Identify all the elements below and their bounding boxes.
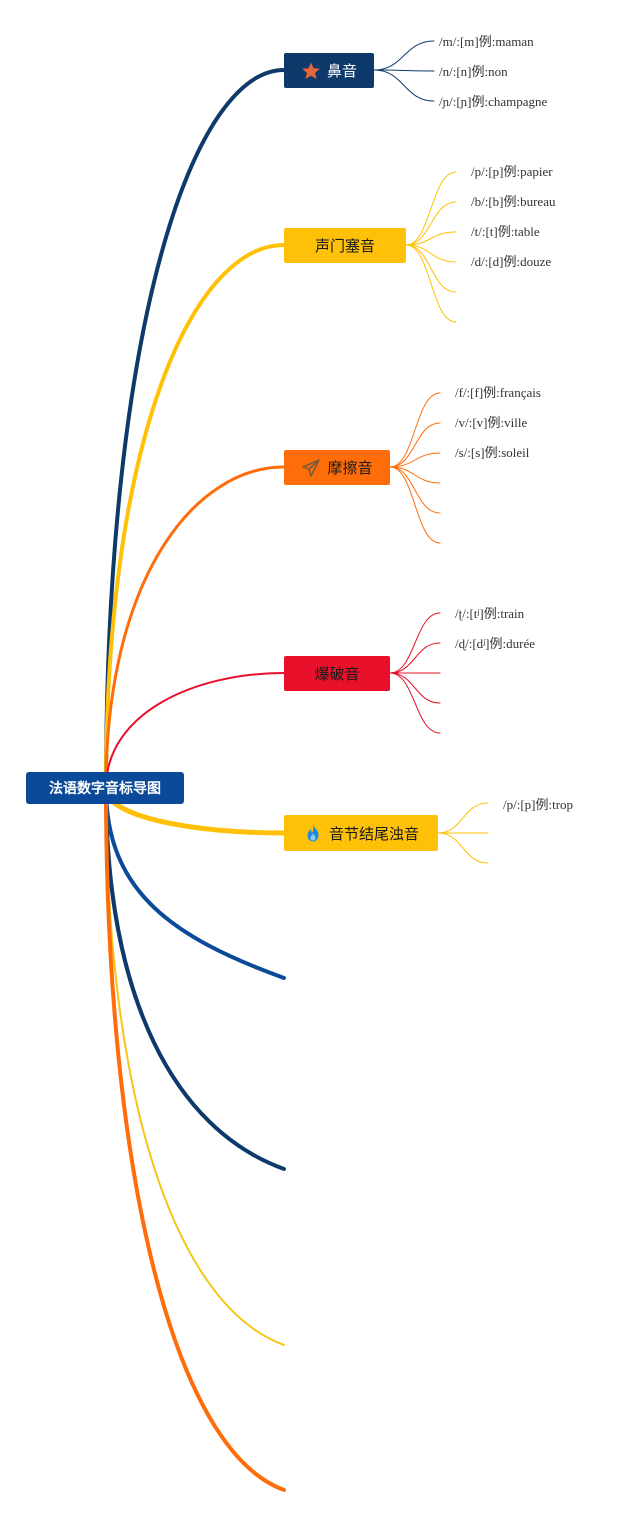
leaf-item[interactable]: /v/:[v]例:ville <box>455 415 528 430</box>
leaf-connector <box>389 642 441 674</box>
leaf-connector <box>389 452 441 468</box>
leaf-item[interactable]: /f/:[f]例:français <box>455 385 541 400</box>
leaf-connector <box>373 40 435 71</box>
empty-branch-connector <box>105 787 285 1346</box>
leaf-connector <box>405 171 457 246</box>
leaf-connector <box>405 244 457 323</box>
root-node[interactable]: 法语数字音标导图 <box>26 772 184 804</box>
leaf-connector <box>373 69 435 102</box>
empty-branch-connector <box>104 786 286 1171</box>
leaf-item[interactable]: /p/:[p]例:papier <box>471 164 553 179</box>
paper-plane-icon <box>301 458 321 478</box>
branch-connector <box>104 243 286 790</box>
leaf-item[interactable]: /m/:[m]例:maman <box>439 34 534 49</box>
leaf-connector <box>389 422 441 468</box>
branch-label: 音节结尾浊音 <box>328 824 419 843</box>
leaf-connector <box>389 672 441 704</box>
leaf-connector <box>389 466 441 514</box>
leaf-connector <box>389 672 441 734</box>
branch-label: 声门塞音 <box>314 237 375 255</box>
leaf-connector <box>389 466 441 484</box>
branch-connector <box>105 672 285 789</box>
root-label: 法语数字音标导图 <box>49 781 161 797</box>
branch-connector <box>104 465 286 790</box>
branch-connector <box>104 68 286 790</box>
leaf-connector <box>405 244 457 263</box>
leaf-connector <box>437 802 489 834</box>
leaf-item[interactable]: /n/:[n]例:non <box>439 64 508 79</box>
leaf-item[interactable]: /t/:[t]例:table <box>471 224 540 239</box>
leaf-connector <box>373 69 435 72</box>
leaf-item[interactable]: /s/:[s]例:soleil <box>455 445 530 460</box>
branch-fricative[interactable]: 摩擦音 <box>284 450 390 485</box>
branch-final-voiced[interactable]: 音节结尾浊音 <box>284 815 438 851</box>
leaf-connector <box>437 832 489 864</box>
star-icon <box>301 61 321 81</box>
branch-glottal-stop[interactable]: 声门塞音 <box>284 228 406 263</box>
leaf-connector <box>405 244 457 293</box>
leaf-item[interactable]: /ɲ/:[ɲ]例:champagne <box>439 94 548 109</box>
leaf-connector <box>389 466 441 544</box>
leaf-item[interactable]: /ʈ/:[tʲ]例:train <box>455 606 525 621</box>
leaf-connector <box>389 612 441 674</box>
branch-label: 摩擦音 <box>327 459 373 477</box>
branch-plosive[interactable]: 爆破音 <box>284 656 390 691</box>
leaf-item[interactable]: /b/:[b]例:bureau <box>471 194 556 209</box>
leaf-item[interactable]: /d/:[d]例:douze <box>471 254 552 269</box>
branch-label: 爆破音 <box>314 665 360 683</box>
flame-icon <box>303 823 323 843</box>
empty-branch-connector <box>104 786 286 1492</box>
leaf-connector <box>389 392 441 468</box>
leaf-connector <box>405 231 457 246</box>
branch-label: 鼻音 <box>326 62 357 80</box>
leaf-item[interactable]: /ɖ/:[dʲ]例:durée <box>455 636 535 651</box>
leaf-connector <box>405 201 457 246</box>
branch-nasal[interactable]: 鼻音 <box>284 53 374 88</box>
leaf-item[interactable]: /p/:[p]例:trop <box>503 797 574 812</box>
empty-branch-connector <box>104 786 286 980</box>
